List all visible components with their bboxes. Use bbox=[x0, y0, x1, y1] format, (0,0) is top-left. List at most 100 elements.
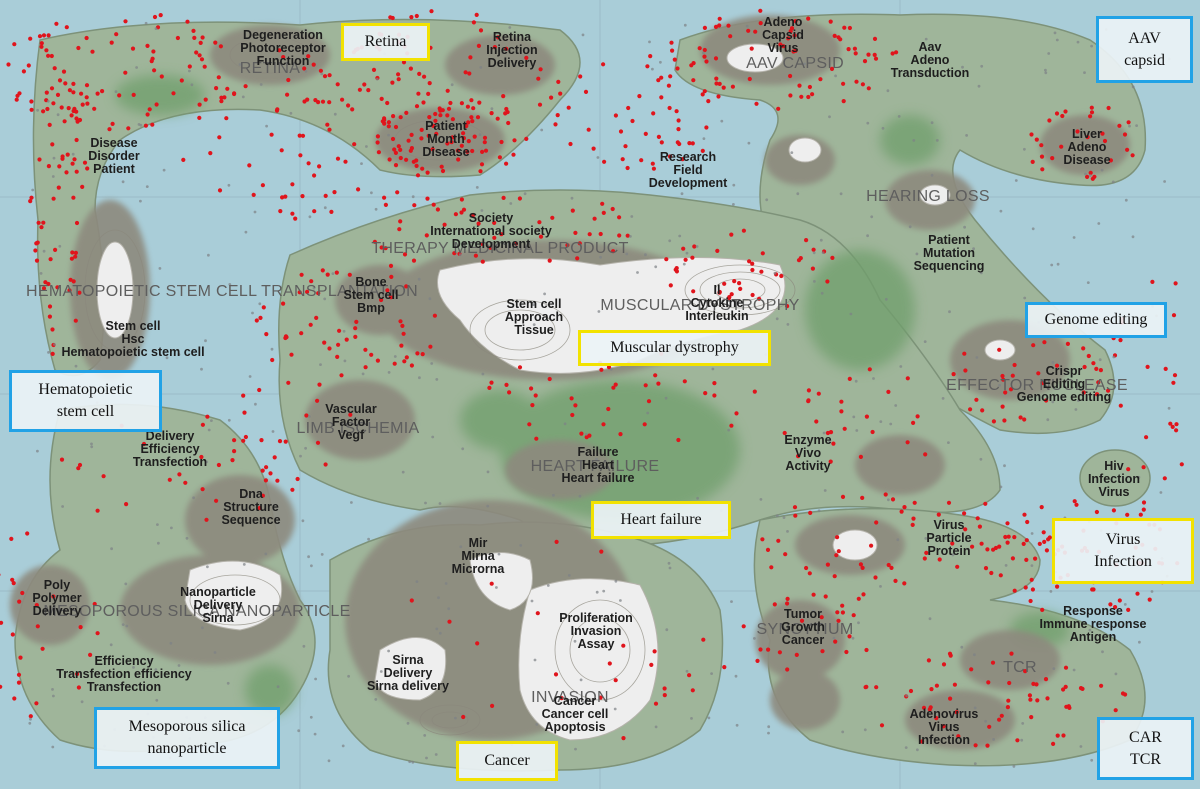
red-dot bbox=[499, 139, 504, 145]
gray-dot bbox=[1003, 464, 1006, 468]
red-dot bbox=[704, 59, 709, 64]
red-dot bbox=[131, 92, 136, 97]
red-dot bbox=[646, 399, 652, 404]
topic-label-line: Sirna bbox=[392, 653, 424, 667]
gray-dot bbox=[745, 24, 749, 28]
red-dot bbox=[841, 99, 846, 104]
gray-dot bbox=[314, 677, 317, 681]
red-dot bbox=[867, 367, 872, 372]
gray-dot bbox=[1090, 44, 1093, 48]
red-dot bbox=[620, 157, 625, 162]
red-dot bbox=[41, 33, 47, 38]
red-dot bbox=[37, 157, 42, 162]
red-dot bbox=[729, 232, 734, 237]
topic-label-line: Adeno bbox=[1068, 140, 1107, 154]
red-dot bbox=[388, 295, 393, 300]
red-dot bbox=[213, 40, 218, 45]
gray-dot bbox=[919, 73, 923, 77]
gray-dot bbox=[251, 311, 254, 315]
gray-dot bbox=[157, 541, 160, 545]
gray-dot bbox=[418, 376, 421, 380]
red-dot bbox=[507, 390, 512, 395]
red-dot bbox=[1072, 499, 1077, 504]
topic-label-line: Antigen bbox=[1070, 630, 1117, 644]
red-dot bbox=[1051, 741, 1056, 747]
red-dot bbox=[323, 193, 328, 198]
gray-dot bbox=[1079, 745, 1083, 748]
red-dot bbox=[788, 93, 793, 98]
gray-dot bbox=[928, 617, 932, 621]
red-dot bbox=[409, 598, 414, 603]
red-dot bbox=[874, 520, 879, 525]
red-dot bbox=[395, 190, 400, 195]
red-dot bbox=[577, 241, 582, 246]
red-dot bbox=[1028, 697, 1033, 702]
red-dot bbox=[49, 86, 55, 91]
red-dot bbox=[670, 48, 675, 53]
gray-dot bbox=[1090, 758, 1094, 762]
gray-dot bbox=[1023, 296, 1027, 300]
red-dot bbox=[468, 55, 473, 60]
gray-dot bbox=[29, 717, 32, 721]
gray-dot bbox=[90, 442, 93, 446]
red-dot bbox=[753, 29, 758, 34]
red-dot bbox=[179, 78, 184, 83]
red-dot bbox=[411, 159, 416, 164]
red-dot bbox=[420, 166, 425, 171]
red-dot bbox=[404, 355, 409, 360]
gray-dot bbox=[304, 28, 307, 32]
red-dot bbox=[393, 163, 399, 168]
gray-dot bbox=[226, 681, 230, 685]
red-dot bbox=[316, 100, 321, 105]
red-dot bbox=[653, 701, 659, 706]
topic-label-line: Vegf bbox=[338, 428, 365, 442]
red-dot bbox=[915, 414, 920, 419]
red-dot bbox=[461, 131, 466, 136]
red-dot bbox=[556, 79, 561, 84]
red-dot bbox=[1090, 587, 1095, 592]
red-dot bbox=[80, 184, 85, 189]
red-dot bbox=[476, 221, 481, 226]
gray-dot bbox=[668, 239, 672, 243]
gray-dot bbox=[144, 21, 148, 25]
gray-dot bbox=[999, 485, 1003, 489]
red-dot bbox=[1091, 361, 1096, 366]
topic-label-line: Transduction bbox=[891, 66, 969, 80]
red-dot bbox=[77, 117, 83, 123]
red-dot bbox=[318, 68, 323, 73]
topic-label-line: Adeno bbox=[911, 53, 950, 67]
gray-dot bbox=[574, 747, 577, 751]
topic-label-line: Adeno bbox=[764, 15, 803, 29]
red-dot bbox=[565, 243, 570, 248]
red-dot bbox=[1117, 598, 1122, 603]
gray-dot bbox=[1100, 168, 1104, 172]
red-dot bbox=[886, 389, 891, 394]
red-dot bbox=[200, 422, 205, 427]
topic-label-line: Mutation bbox=[923, 246, 975, 260]
red-dot bbox=[1010, 556, 1016, 561]
topic-label-line: Response bbox=[1063, 604, 1123, 618]
red-dot bbox=[232, 449, 237, 454]
red-dot bbox=[668, 74, 673, 79]
red-dot bbox=[833, 639, 838, 644]
callout-line: Cancer bbox=[484, 752, 530, 769]
red-dot bbox=[283, 194, 288, 199]
red-dot bbox=[197, 53, 202, 58]
red-dot bbox=[1040, 167, 1045, 172]
red-dot bbox=[584, 435, 589, 440]
gray-dot bbox=[254, 402, 257, 406]
red-dot bbox=[145, 112, 150, 117]
red-dot bbox=[1106, 105, 1111, 111]
red-dot bbox=[804, 565, 809, 571]
red-dot bbox=[353, 326, 358, 331]
red-dot bbox=[439, 164, 444, 169]
red-dot bbox=[1092, 174, 1097, 179]
gray-dot bbox=[320, 72, 324, 76]
red-dot bbox=[1141, 500, 1147, 505]
red-dot bbox=[306, 161, 311, 166]
